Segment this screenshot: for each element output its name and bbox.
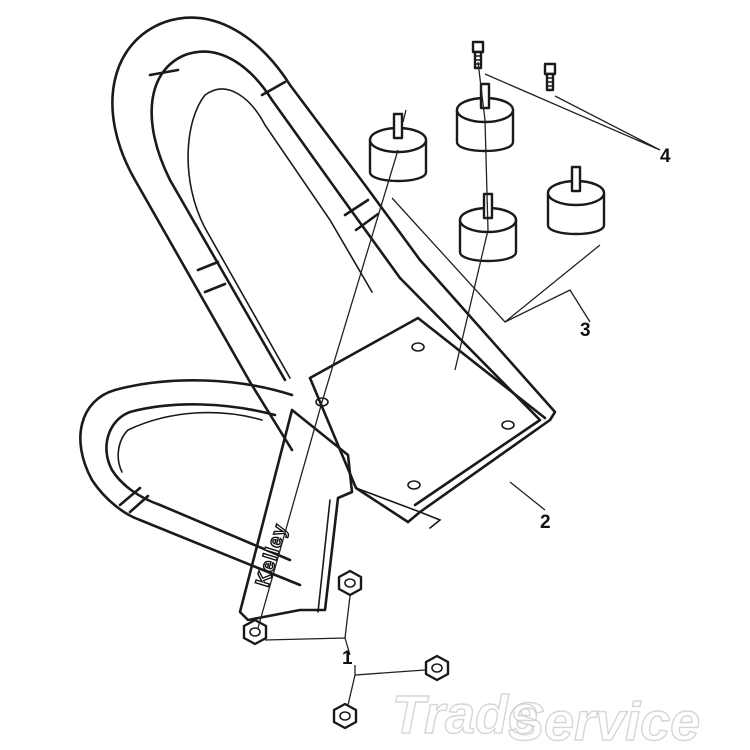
callout-2: 2 [540, 512, 551, 533]
watermark-word-1: Trade [392, 685, 538, 745]
hex-nut-icon [337, 569, 363, 597]
hex-nut-icon [332, 702, 358, 730]
callout-3: 3 [580, 320, 591, 341]
hex-nut-icon [242, 618, 268, 646]
callout-4: 4 [660, 146, 671, 167]
watermark: Trade Service [391, 684, 701, 750]
hex-nut-icon [424, 654, 450, 682]
callout-1: 1 [342, 648, 353, 669]
rubber-mount-icon [546, 165, 606, 236]
assembly-lines [257, 61, 489, 629]
rubber-mount-group [368, 82, 606, 263]
bolt-icon [471, 40, 485, 70]
callout-leaders [264, 73, 661, 706]
callout-labels: 1 2 3 4 [342, 146, 671, 669]
rubber-mount-icon [368, 112, 428, 183]
bolt-icon [543, 62, 557, 92]
watermark-word-2: Service [508, 692, 700, 750]
